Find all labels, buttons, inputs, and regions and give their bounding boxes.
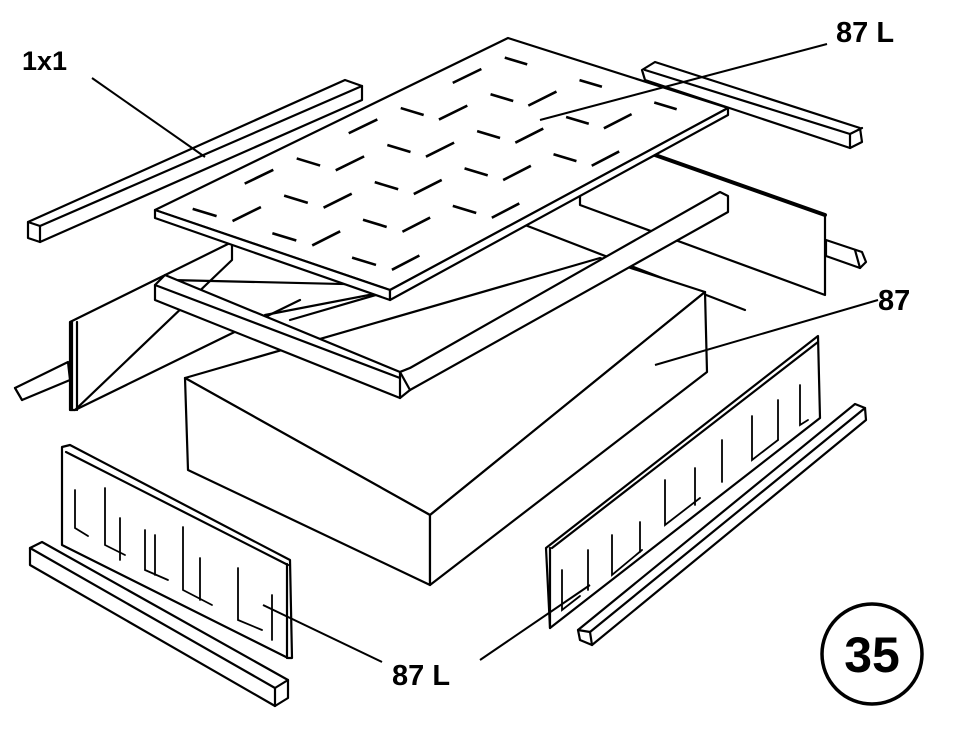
- grid-dash: [271, 231, 297, 242]
- grid-dash: [362, 218, 388, 229]
- grid-dash: [400, 106, 425, 117]
- grid-dash: [504, 56, 528, 66]
- grid-dash: [476, 129, 501, 140]
- grid-dash: [452, 204, 477, 215]
- grid-pattern: [192, 56, 678, 271]
- grid-dash: [244, 168, 274, 185]
- leader-lines: [91, 43, 879, 663]
- grid-dash: [386, 143, 411, 154]
- grid-dash: [591, 150, 620, 167]
- grid-dash: [653, 101, 678, 111]
- label-87l-sides: 87 L: [392, 660, 450, 692]
- grid-dash: [425, 141, 455, 158]
- grid-dash: [491, 202, 520, 219]
- grid-dash: [351, 256, 377, 267]
- back-right-strip: [640, 60, 864, 150]
- grid-dash: [527, 90, 558, 107]
- grid-dash: [603, 112, 633, 130]
- grid-dash: [348, 118, 378, 135]
- grid-dash: [514, 127, 544, 144]
- front-left-stiffeners: [74, 487, 273, 641]
- grid-dash: [452, 67, 482, 85]
- grid-dash: [490, 92, 514, 103]
- front-rail: [153, 190, 730, 400]
- front-left-panel: [60, 443, 294, 660]
- grid-dash: [579, 78, 603, 89]
- foam-block: [183, 256, 709, 587]
- grid-dash: [192, 207, 217, 218]
- grid-dash: [401, 216, 431, 233]
- label-87l-top: 87 L: [836, 17, 894, 49]
- step-number: 35: [844, 627, 900, 683]
- back-left-strip: [26, 78, 364, 244]
- grid-dash: [391, 254, 421, 271]
- grid-dash: [374, 180, 399, 191]
- label-87-block: 87: [878, 285, 910, 317]
- bottom-right-strip: [576, 402, 868, 647]
- left-end-panel: [13, 240, 302, 412]
- step-number-badge: 35: [820, 602, 924, 706]
- front-right-panel: [544, 334, 822, 630]
- grid-dash: [438, 104, 468, 121]
- grid-dash: [231, 205, 262, 223]
- grid-dash: [502, 164, 532, 182]
- grid-dash: [565, 115, 590, 126]
- grid-dash: [322, 192, 353, 209]
- grid-dash: [553, 152, 577, 163]
- front-right-stiffeners: [561, 384, 809, 612]
- grid-dash: [296, 157, 321, 167]
- grid-dash: [413, 178, 443, 196]
- bottom-left-strip: [28, 540, 290, 708]
- grid-dash: [311, 230, 341, 247]
- grid-panel: [153, 36, 730, 302]
- grid-dash: [335, 155, 365, 172]
- label-1x1: 1x1: [22, 46, 67, 76]
- grid-dash: [464, 167, 489, 177]
- grid-dash: [283, 194, 309, 205]
